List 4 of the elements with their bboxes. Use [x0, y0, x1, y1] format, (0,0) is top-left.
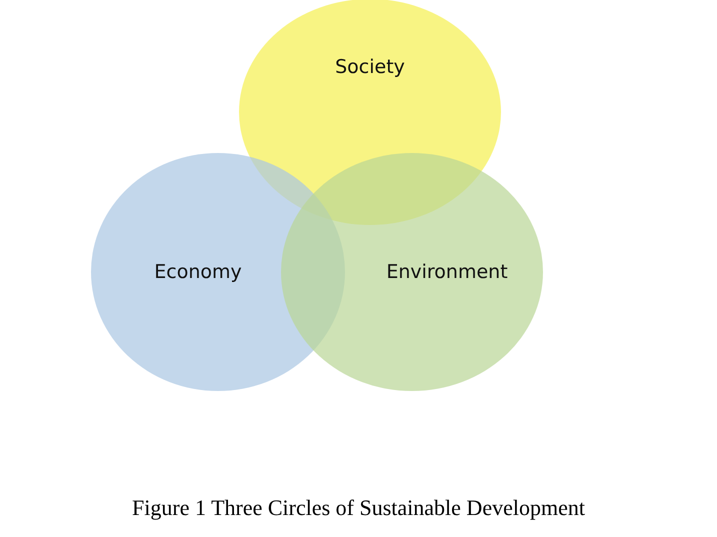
- circle-label: Environment: [386, 261, 508, 283]
- circle-label: Economy: [154, 261, 242, 283]
- circle-label: Society: [335, 56, 405, 78]
- figure-caption: Figure 1 Three Circles of Sustainable Development: [132, 495, 585, 520]
